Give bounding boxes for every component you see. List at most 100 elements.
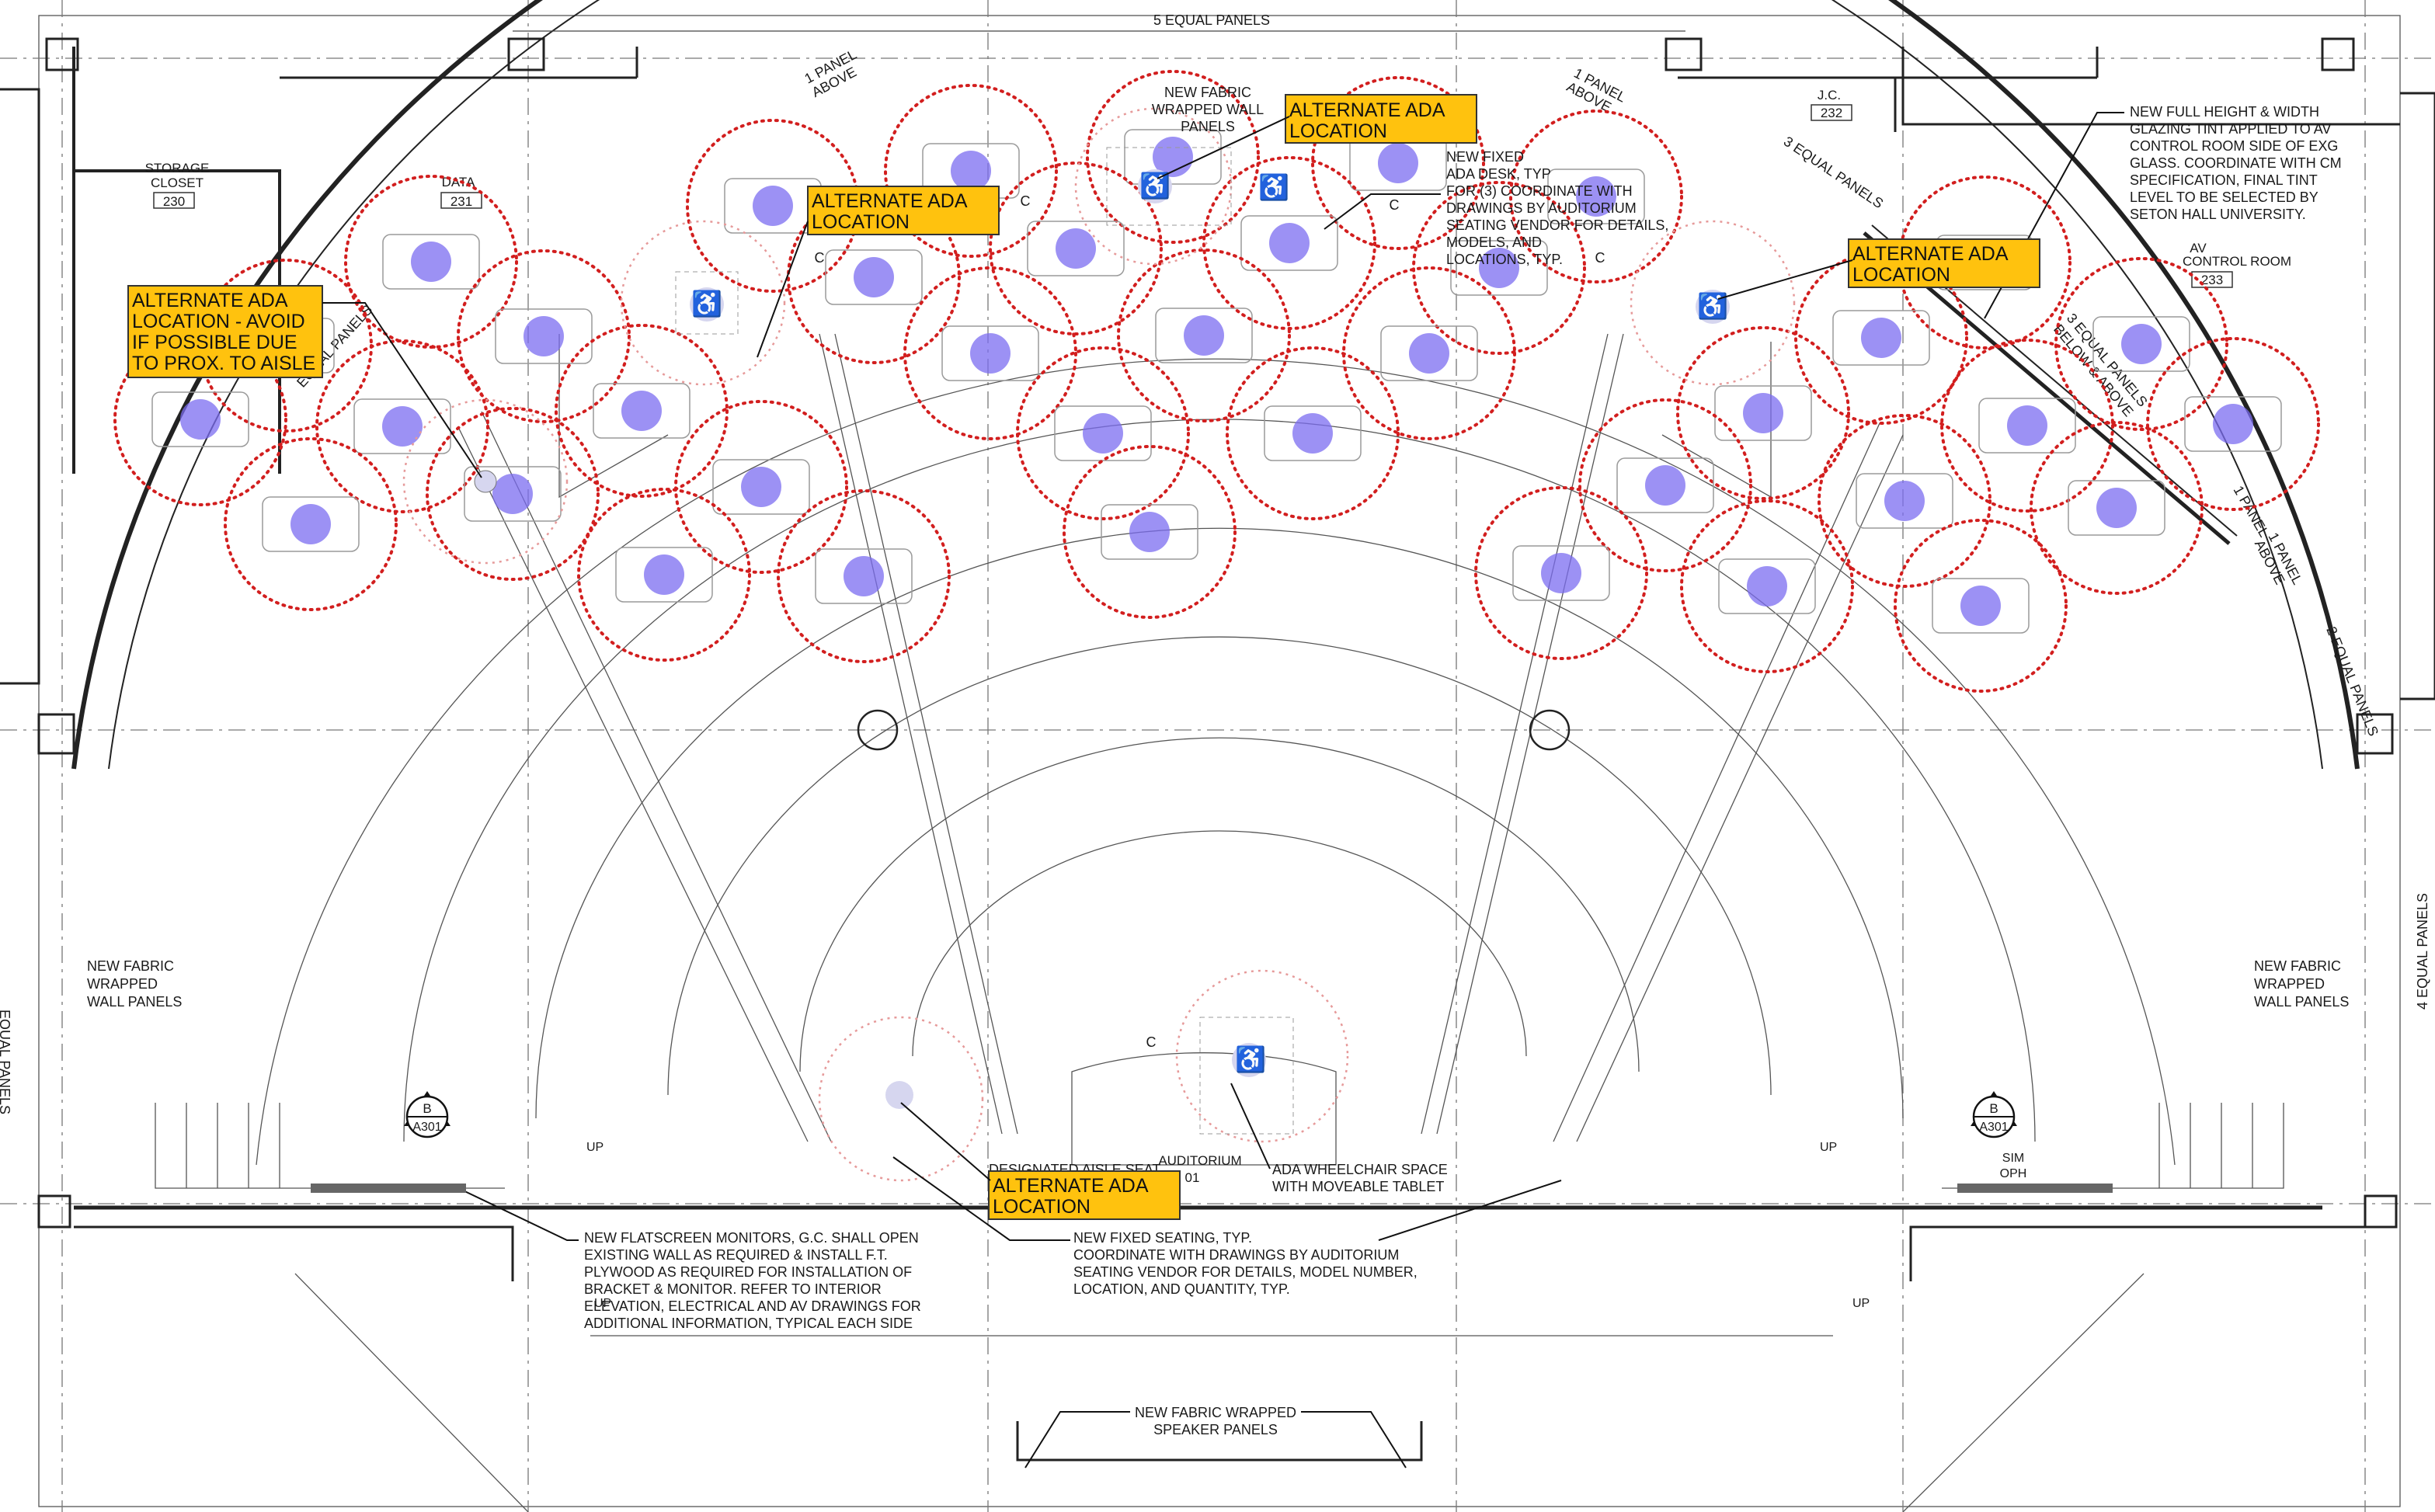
seat-marker — [1884, 481, 1925, 521]
svg-text:AV: AV — [2190, 241, 2207, 255]
clearance-circle — [555, 324, 729, 498]
seat-marker — [1747, 566, 1787, 607]
clearance-circle — [1676, 326, 1850, 500]
seat-cluster — [344, 175, 518, 349]
clearance-circle — [1117, 249, 1291, 422]
note-monitors: NEW FLATSCREEN MONITORS, G.C. SHALL OPEN… — [311, 1184, 2113, 1331]
seat-cluster — [315, 339, 489, 513]
seat-marker — [2213, 404, 2253, 444]
seat-cluster — [224, 437, 398, 611]
svg-text:CLOSET: CLOSET — [151, 176, 203, 190]
clearance-circle — [457, 249, 631, 423]
svg-text:PANELS: PANELS — [1181, 119, 1235, 134]
seat-cluster — [555, 324, 729, 498]
seat-marker — [492, 474, 533, 514]
seat-marker — [844, 556, 884, 596]
seat-marker — [1378, 143, 1418, 183]
svg-text:GLASS. COORDINATE WITH CM: GLASS. COORDINATE WITH CM — [2130, 155, 2342, 171]
svg-text:SEATING VENDOR FOR DETAILS,: SEATING VENDOR FOR DETAILS, — [1446, 217, 1668, 233]
clearance-circle — [224, 437, 398, 611]
clearance-circle — [1578, 398, 1752, 572]
seat-cluster — [1202, 156, 1376, 330]
seat-cluster — [2146, 337, 2320, 511]
room-auditorium: AUDITORIUM 01 — [1158, 1153, 1241, 1185]
clearance-circle — [1509, 109, 1683, 283]
svg-text:SETON HALL UNIVERSITY.: SETON HALL UNIVERSITY. — [2130, 207, 2306, 222]
callout-bottom: ALTERNATE ADA LOCATION — [900, 1102, 1181, 1220]
seat-marker — [382, 406, 423, 447]
clearance-circle — [1680, 499, 1854, 673]
svg-text:CONTROL ROOM SIDE OF EXG: CONTROL ROOM SIDE OF EXG — [2130, 138, 2338, 154]
clearance-circle — [1226, 346, 1400, 520]
seat-marker — [2096, 488, 2137, 528]
seat-cluster — [1311, 76, 1485, 250]
seat-cluster — [426, 407, 600, 581]
seat-marker — [951, 151, 991, 191]
svg-text:♿: ♿ — [1697, 292, 1728, 320]
svg-text:IF POSSIBLE DUE: IF POSSIBLE DUE — [132, 332, 297, 353]
seat-cluster — [1016, 346, 1190, 520]
room-labels: STORAGE CLOSET 230 DATA 231 J.C. 232 AV … — [145, 88, 2291, 1185]
note-sim: SIM OPH — [2000, 1152, 2027, 1180]
seat-marker — [1292, 413, 1333, 454]
room-av-control: AV CONTROL ROOM 233 — [2183, 241, 2291, 288]
seat-marker — [1083, 413, 1123, 454]
seat-marker — [1541, 553, 1581, 593]
clearance-circle — [2030, 421, 2204, 595]
svg-text:♿: ♿ — [1235, 1045, 1266, 1073]
clearance-circle — [1412, 181, 1586, 355]
seat-cluster — [884, 84, 1058, 258]
clearance-circle — [1894, 519, 2068, 693]
seat-cluster — [1509, 109, 1683, 283]
svg-text:UP: UP — [1852, 1297, 1870, 1310]
seat-marker — [1269, 223, 1310, 263]
clearance-circle — [113, 332, 287, 506]
svg-text:ALTERNATE ADA: ALTERNATE ADA — [1852, 243, 2009, 265]
svg-text:LOCATION: LOCATION — [1289, 120, 1387, 142]
svg-text:WITH MOVEABLE TABLET: WITH MOVEABLE TABLET — [1272, 1179, 1444, 1194]
svg-text:LOCATION: LOCATION — [1852, 264, 1950, 286]
equal-panels-edge-dim: EQUAL PANELS — [0, 1010, 12, 1114]
seat-marker — [524, 316, 564, 356]
seat-marker — [180, 399, 221, 440]
seat-marker — [1861, 318, 1901, 358]
companion-seat-marks: C C C C C — [815, 193, 1605, 1050]
svg-text:NEW FLATSCREEN MONITORS, G.C.: NEW FLATSCREEN MONITORS, G.C. SHALL OPEN — [584, 1230, 919, 1246]
svg-text:NEW FABRIC: NEW FABRIC — [87, 958, 174, 974]
seat-cluster — [2054, 257, 2228, 431]
svg-text:NEW FIXED: NEW FIXED — [1446, 149, 1524, 165]
callout-left: ALTERNATE ADA LOCATION - AVOID IF POSSIB… — [127, 285, 482, 478]
svg-text:PLYWOOD AS REQUIRED FOR INSTAL: PLYWOOD AS REQUIRED FOR INSTALLATION OF — [584, 1264, 912, 1280]
seat-marker — [1129, 512, 1170, 552]
note-wheelchair: ADA WHEELCHAIR SPACE WITH MOVEABLE TABLE… — [1230, 1083, 1448, 1194]
svg-text:UP: UP — [1820, 1141, 1837, 1154]
svg-text:ADDITIONAL INFORMATION, TYPICA: ADDITIONAL INFORMATION, TYPICAL EACH SID… — [584, 1316, 913, 1331]
svg-text:NEW FABRIC: NEW FABRIC — [1164, 85, 1251, 100]
one-panel-right-dim: 1 PANEL — [2231, 483, 2273, 540]
wheelchair-icon — [474, 470, 497, 493]
seat-marker — [411, 242, 451, 282]
section-marker-right: B A301 — [1971, 1091, 2017, 1138]
wheelchair-icon — [690, 287, 724, 322]
svg-text:COORDINATE WITH DRAWINGS BY AU: COORDINATE WITH DRAWINGS BY AUDITORIUM — [1073, 1247, 1399, 1263]
svg-text:EXISTING WALL AS REQUIRED & IN: EXISTING WALL AS REQUIRED & INSTALL F.T. — [584, 1247, 888, 1263]
svg-text:C: C — [1146, 1034, 1157, 1050]
svg-text:MODELS, AND: MODELS, AND — [1446, 235, 1542, 250]
svg-text:BRACKET & MONITOR. REFER TO IN: BRACKET & MONITOR. REFER TO INTERIOR — [584, 1281, 882, 1297]
seat-cluster — [1680, 499, 1854, 673]
svg-text:ALTERNATE ADA: ALTERNATE ADA — [993, 1175, 1149, 1197]
seat-marker — [644, 554, 684, 595]
seat-marker — [2007, 405, 2047, 446]
up-labels: UP UP UP UP — [586, 1141, 1870, 1310]
clearance-circle — [674, 400, 848, 574]
wheelchair-icon — [1232, 1043, 1266, 1077]
seat-cluster — [1226, 346, 1400, 520]
note-fixed-seating: NEW FIXED SEATING, TYP. COORDINATE WITH … — [892, 1156, 1562, 1297]
clearance-circle — [884, 84, 1058, 258]
clearance-circle — [344, 175, 518, 349]
seat-cluster — [1676, 326, 1850, 500]
svg-text:SPEAKER PANELS: SPEAKER PANELS — [1153, 1422, 1278, 1437]
wheelchair-icon — [885, 1081, 913, 1109]
svg-text:LEVEL TO BE SELECTED BY: LEVEL TO BE SELECTED BY — [2130, 189, 2318, 205]
